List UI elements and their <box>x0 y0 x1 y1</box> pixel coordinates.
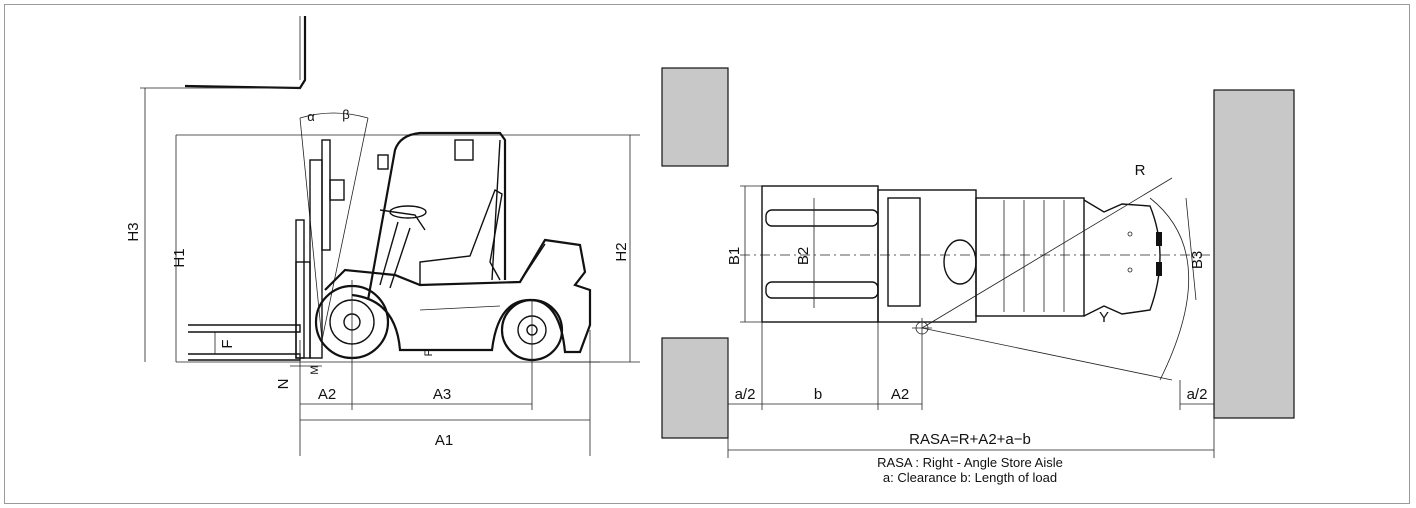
label-h1: H1 <box>171 248 188 267</box>
turning-arc <box>1149 197 1190 381</box>
tilt-arc <box>299 112 369 119</box>
label-f-fork: F <box>219 339 236 348</box>
label-b2: B2 <box>795 247 812 265</box>
label-a-half-right: a/2 <box>1187 386 1208 403</box>
cw-bolt-2 <box>1127 267 1133 273</box>
label-b: b <box>814 386 822 403</box>
mast-outer <box>295 219 305 359</box>
label-a-half-left: a/2 <box>735 386 756 403</box>
steering-wheel-top <box>943 239 977 285</box>
lift-cylinder <box>321 139 331 251</box>
cab-frame <box>975 197 1085 317</box>
mast-inner <box>309 159 323 359</box>
fork-top <box>765 209 879 227</box>
label-b1: B1 <box>726 247 743 265</box>
body-panel-line <box>419 305 501 311</box>
side-view: H3 H1 H2 F F N M A2 A3 A1 α β <box>125 16 640 456</box>
steering-column <box>379 209 426 231</box>
diagram-frame <box>4 4 1410 504</box>
wall-top-left <box>661 67 729 167</box>
label-b3: B3 <box>1189 251 1206 269</box>
label-rasa-formula: RASA=R+A2+a−b <box>909 431 1031 448</box>
load-pallet <box>761 185 879 323</box>
caption-line-1: RASA : Right - Angle Store Aisle <box>877 455 1063 470</box>
wall-bottom-left <box>661 337 729 439</box>
label-a2-top: A2 <box>891 386 909 403</box>
label-f-mid: F <box>423 349 435 356</box>
label-a3: A3 <box>433 386 451 403</box>
label-h3: H3 <box>125 222 142 241</box>
label-h2: H2 <box>613 242 630 261</box>
operator-seat <box>419 188 503 285</box>
rear-light-2 <box>1156 262 1162 276</box>
control-lever-2 <box>389 227 411 289</box>
label-r: R <box>1135 162 1146 179</box>
steering-wheel <box>389 205 427 219</box>
wall-right <box>1213 89 1295 419</box>
caption-line-2: a: Clearance b: Length of load <box>883 470 1057 485</box>
fork-bottom <box>765 281 879 299</box>
label-alpha: α <box>307 109 315 124</box>
label-a1: A1 <box>435 432 453 449</box>
label-m: M <box>309 365 321 374</box>
front-light <box>377 154 389 170</box>
b3-dimension-line <box>1185 197 1197 301</box>
fork-lower <box>188 353 301 361</box>
raised-load-outline <box>184 16 307 90</box>
label-n: N <box>275 379 292 390</box>
radius-r-line <box>921 177 1173 329</box>
tilt-line-beta <box>321 117 369 341</box>
label-beta: β <box>342 107 349 122</box>
radius-y-line <box>921 327 1173 381</box>
chain-anchor <box>329 179 345 201</box>
counterweight-top <box>1083 199 1161 317</box>
tilt-line-alpha <box>299 117 323 341</box>
fork-upper <box>188 324 301 333</box>
work-light <box>454 139 474 161</box>
fork-carriage <box>295 261 311 359</box>
carriage-plate <box>887 197 921 307</box>
label-a2-side: A2 <box>318 386 336 403</box>
label-y: Y <box>1099 309 1109 326</box>
top-view: B1 B2 B3 R Y a/2 b A2 a/2 RASA=R+A2+a−b … <box>661 67 1295 485</box>
mast-area <box>877 189 977 323</box>
guard-rear-post <box>491 139 501 281</box>
rear-light-1 <box>1156 232 1162 246</box>
cw-bolt-1 <box>1127 231 1133 237</box>
counterweight-edge <box>519 243 546 283</box>
overhead-guard <box>366 131 507 301</box>
